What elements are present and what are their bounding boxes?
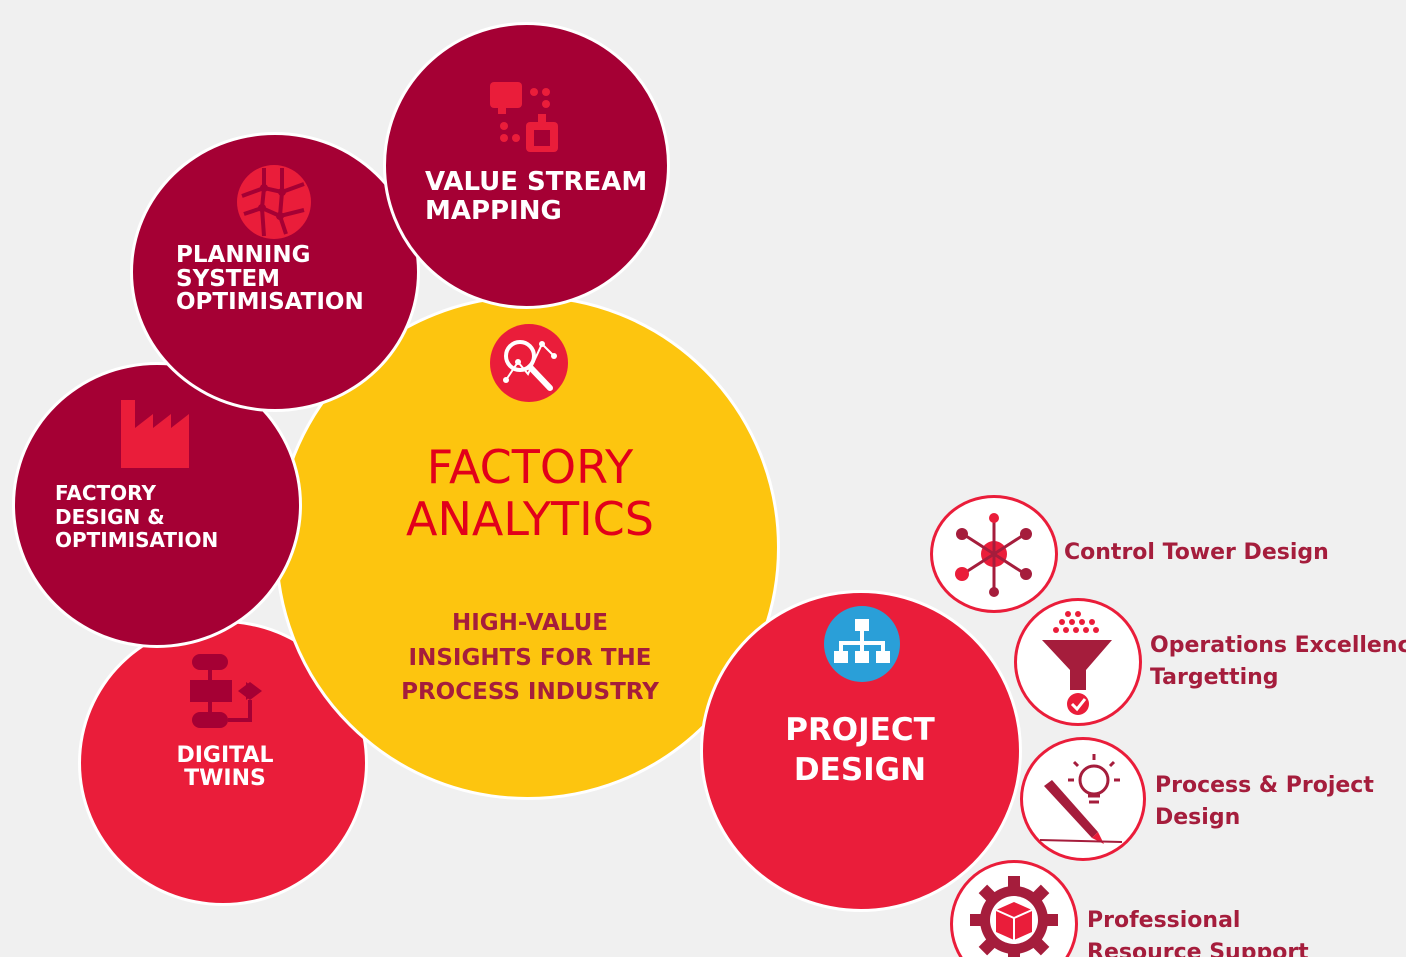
value-stream-label: VALUE STREAM MAPPING bbox=[425, 167, 648, 227]
flowchart-icon bbox=[190, 654, 262, 728]
lightbulb-pencil-icon bbox=[1039, 754, 1123, 844]
planning-system-line-2: SYSTEM bbox=[176, 265, 281, 292]
planning-system-line-1: PLANNING bbox=[176, 242, 311, 268]
resource-support-line-1: Professional bbox=[1087, 908, 1241, 933]
project-design-line-2: DESIGN bbox=[793, 752, 927, 789]
network-globe-icon bbox=[237, 165, 311, 239]
factory-design-line-2: DESIGN & bbox=[55, 504, 165, 529]
factory-analytics-subtitle: HIGH-VALUE INSIGHTS FOR THE PROCESS INDU… bbox=[370, 606, 690, 710]
resource-support-line-2: Resource Support bbox=[1087, 939, 1309, 957]
subtitle-line-3: PROCESS INDUSTRY bbox=[401, 679, 659, 705]
value-stream-line-1: VALUE STREAM bbox=[425, 167, 648, 197]
funnel-check-icon bbox=[1042, 611, 1112, 715]
factory-design-line-3: OPTIMISATION bbox=[55, 528, 219, 553]
process-design-line-2: Design bbox=[1155, 804, 1241, 830]
digital-twins-label: DIGITAL TWINS bbox=[130, 744, 320, 790]
operations-excellence-label: Operations Excellence Targetting bbox=[1150, 630, 1406, 694]
project-design-label: PROJECT DESIGN bbox=[740, 710, 980, 791]
planning-system-bubble[interactable] bbox=[130, 132, 420, 412]
gear-box-icon bbox=[970, 876, 1058, 957]
subtitle-line-1: HIGH-VALUE bbox=[451, 610, 609, 636]
analytics-magnifier-icon bbox=[490, 324, 568, 402]
planning-system-label: PLANNING SYSTEM OPTIMISATION bbox=[176, 242, 364, 316]
project-design-bubble[interactable] bbox=[700, 590, 1022, 912]
hub-network-icon bbox=[955, 513, 1032, 597]
planning-system-line-3: OPTIMISATION bbox=[176, 289, 364, 316]
control-tower-line-1: Control Tower Design bbox=[1064, 540, 1329, 565]
factory-icon bbox=[121, 400, 189, 468]
digital-twins-line-2: TWINS bbox=[184, 766, 266, 792]
value-stream-bubble[interactable] bbox=[383, 22, 670, 309]
factory-analytics-title-word: ANALYTICS bbox=[406, 491, 654, 546]
value-stream-icon bbox=[490, 82, 558, 152]
factory-analytics-title-word: FACTORY bbox=[426, 440, 634, 494]
process-design-label: Process & Project Design bbox=[1155, 770, 1374, 834]
control-tower-label: Control Tower Design bbox=[1064, 538, 1329, 569]
subtitle-line-2: INSIGHTS FOR THE bbox=[408, 644, 652, 671]
org-chart-icon bbox=[824, 606, 900, 682]
operations-excellence-line-1: Operations Excellence bbox=[1150, 633, 1406, 658]
factory-design-label: FACTORY DESIGN & OPTIMISATION bbox=[55, 481, 219, 553]
digital-twins-line-1: DIGITAL bbox=[176, 743, 274, 768]
operations-excellence-line-2: Targetting bbox=[1150, 664, 1279, 690]
factory-design-line-1: FACTORY bbox=[55, 481, 156, 505]
project-design-line-1: PROJECT bbox=[785, 712, 935, 748]
resource-support-label: Professional Resource Support bbox=[1087, 905, 1309, 957]
value-stream-line-2: MAPPING bbox=[425, 196, 562, 227]
process-design-line-1: Process & Project bbox=[1155, 773, 1374, 798]
